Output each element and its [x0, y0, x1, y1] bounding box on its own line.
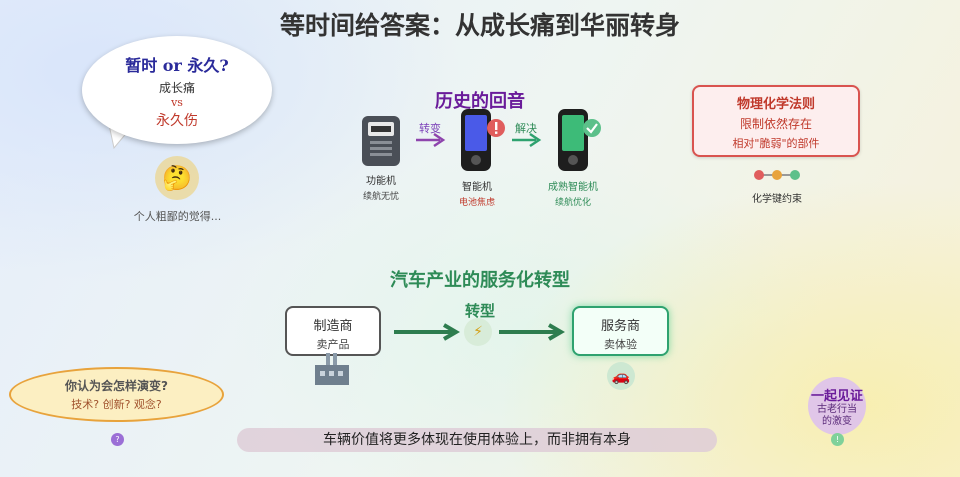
lightning-icon: ⚡: [464, 318, 492, 346]
check-icon: [583, 119, 601, 137]
arrow-to-service: [499, 323, 565, 341]
arrow-to-transform: [394, 323, 460, 341]
law-caption: 化学键约束: [752, 194, 802, 205]
molecule-icon: [754, 170, 800, 180]
smartphone-icon: [461, 109, 491, 171]
phone-sub-smart: 电池焦虑: [458, 198, 495, 208]
car-icon: 🚗: [607, 362, 635, 390]
bubble-growing-pains: 成长痛: [158, 81, 195, 95]
mature-smartphone-icon: [558, 109, 588, 171]
phone-sub-mature: 续航优化: [554, 198, 591, 208]
question-line2: 技术? 创新? 观念?: [71, 398, 162, 411]
factory-icon: [315, 353, 349, 385]
witness-circle: 一起见证 古老行当 的激变: [808, 377, 866, 435]
witness-badge: !: [831, 433, 844, 446]
phone-label-mature: 成熟智能机: [548, 182, 598, 193]
witness-line2: 古老行当: [817, 404, 857, 415]
arrow-solve: [512, 132, 542, 148]
witness-line3: 的激变: [822, 416, 852, 427]
auto-title: 汽车产业的服务化转型: [390, 270, 570, 291]
speech-bubble: [82, 36, 272, 144]
service-sub: 卖体验: [604, 338, 637, 351]
bubble-caption: 个人粗鄙的觉得...: [133, 210, 222, 223]
phone-sub-feature: 续航无忧: [362, 192, 399, 202]
law-title: 物理化学法则: [736, 97, 815, 112]
arrow-label-solve: 解决: [515, 122, 537, 135]
question-line1: 你认为会怎样演变?: [65, 379, 168, 393]
history-title: 历史的回音: [435, 91, 525, 112]
law-sub: 限制依然存在: [739, 117, 812, 131]
manufacturer-title: 制造商: [313, 319, 353, 334]
law-detail: 相对"脆弱"的部件: [732, 137, 820, 150]
bubble-question: 暂时 or 永久?: [125, 56, 229, 75]
witness-line1: 一起见证: [810, 389, 863, 404]
phone-label-smart: 智能机: [462, 182, 492, 193]
question-ellipse: 你认为会怎样演变? 技术? 创新? 观念?: [9, 367, 224, 422]
bubble-text: 暂时 or 永久? 成长痛 vs 永久伤: [82, 52, 272, 130]
bubble-permanent-damage: 永久伤: [156, 113, 198, 129]
warning-icon: [487, 119, 505, 137]
feature-phone-icon: [362, 116, 400, 166]
manufacturer-sub: 卖产品: [316, 338, 350, 351]
service-provider-box: 服务商 卖体验: [572, 306, 669, 356]
arrow-change: [416, 132, 446, 148]
manufacturer-box: 制造商 卖产品: [285, 306, 381, 356]
service-title: 服务商: [600, 319, 640, 334]
chemistry-law-box: 物理化学法则 限制依然存在 相对"脆弱"的部件: [692, 85, 860, 157]
bubble-vs: vs: [171, 96, 183, 109]
phone-label-feature: 功能机: [366, 176, 396, 187]
page-title: 等时间给答案：从成长痛到华丽转身: [279, 11, 680, 40]
arrow-label-change: 转变: [419, 122, 441, 135]
transform-label: 转型: [464, 302, 495, 320]
thinking-face-icon: 🤔: [155, 156, 199, 200]
question-badge: ?: [111, 433, 124, 446]
footer-banner: 车辆价值将更多体现在使用体验上，而非拥有本身: [237, 428, 717, 452]
